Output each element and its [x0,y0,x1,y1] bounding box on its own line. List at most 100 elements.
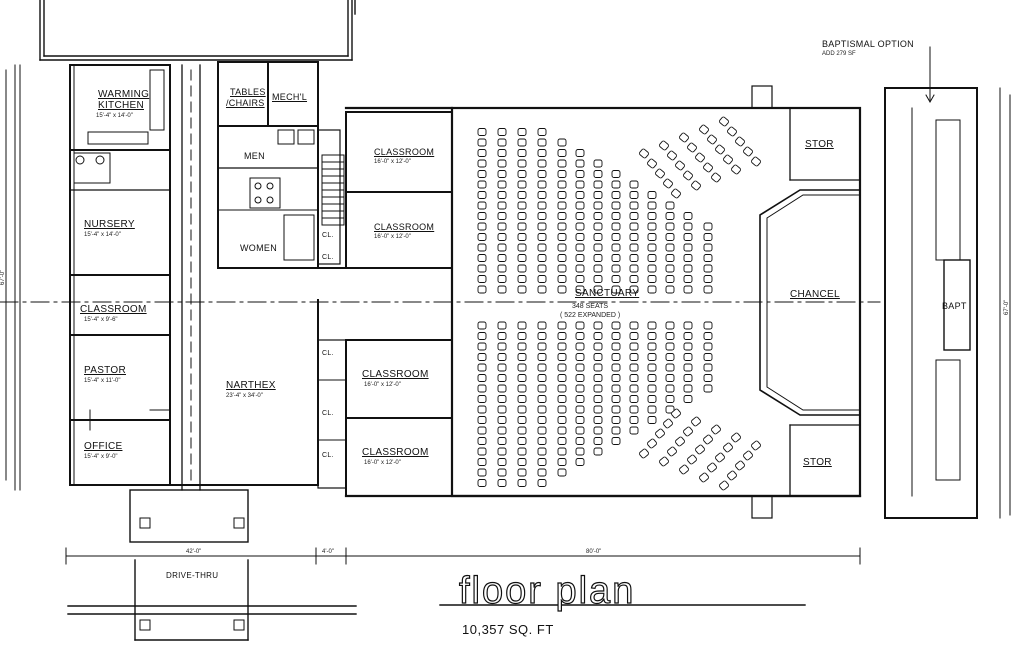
seat [665,201,675,210]
seat [537,264,547,273]
seat [593,342,603,351]
closet-label-5: CL. [322,452,334,459]
seat [659,456,669,467]
seat [647,233,657,241]
seat [537,170,547,178]
seat [557,321,567,330]
seat [593,254,603,262]
seat [683,170,693,181]
seat [593,159,603,168]
seat [611,285,621,294]
seat [537,437,547,445]
seat [537,212,547,220]
seat [675,436,685,447]
seat [497,243,507,252]
seat [537,447,547,456]
seat [557,437,567,445]
seat [711,172,721,183]
seat [611,201,621,210]
seat [575,384,585,393]
seat [663,418,673,429]
seat [575,170,585,178]
seat [477,264,487,273]
seat [537,363,547,372]
seat [629,222,639,231]
seat [477,384,487,393]
seat [537,342,547,351]
seat [497,321,507,330]
seat [477,374,487,382]
seat [517,395,527,403]
seat [497,353,507,361]
seat [735,460,745,471]
seat [477,233,487,241]
seat [629,405,639,414]
seat [517,426,527,435]
seat [703,374,713,382]
seat [611,353,621,361]
seat [593,275,603,283]
closet-label-4: CL. [322,410,334,417]
seat [497,138,507,147]
seat [703,285,713,294]
seat [611,437,621,445]
seat [647,254,657,262]
seat [575,191,585,199]
seat [647,353,657,361]
seat [671,408,681,419]
seat [665,264,675,273]
chancel-label: CHANCEL [790,289,840,300]
seat [647,212,657,220]
classroom-3-dim: 16'-0" x 12'-0" [364,382,401,388]
seat [611,374,621,382]
seat [683,285,693,294]
seat [557,264,567,273]
seat [593,180,603,189]
seat [629,416,639,424]
seat [575,275,585,283]
seat [537,426,547,435]
dimension-lines [5,46,1011,606]
seat [497,332,507,340]
seat [557,254,567,262]
seat [497,149,507,157]
tables-chairs-label-2: /CHAIRS [226,98,265,108]
sanctuary-label: SANCTUARY [575,288,640,299]
seat [557,275,567,283]
seat [517,170,527,178]
seat [537,233,547,241]
seat [557,384,567,393]
stor-top-label: STOR [805,139,834,150]
seat [665,395,675,403]
narthex-dim: 23'-4" x 34'-0" [226,393,263,399]
seat [593,384,603,393]
seat [683,332,693,340]
seat [665,332,675,340]
seat [557,233,567,241]
seat [593,405,603,414]
seat [593,201,603,210]
seat [593,212,603,220]
seat [665,222,675,231]
seat [537,180,547,189]
seat [647,264,657,273]
seat [517,201,527,210]
seat [691,180,701,191]
seat [557,212,567,220]
seat [575,363,585,372]
seat [557,201,567,210]
seat [517,363,527,372]
closet-label-1: CL. [322,232,334,239]
seat [537,468,547,477]
seat [679,464,689,475]
seat [647,405,657,414]
seat [703,162,713,173]
seat [593,353,603,361]
warming-kitchen-label-1: WARMING [98,89,150,100]
seat [497,374,507,382]
seat [703,353,713,361]
seat [537,243,547,252]
seat [517,384,527,393]
seat [477,254,487,262]
seat [575,201,585,210]
